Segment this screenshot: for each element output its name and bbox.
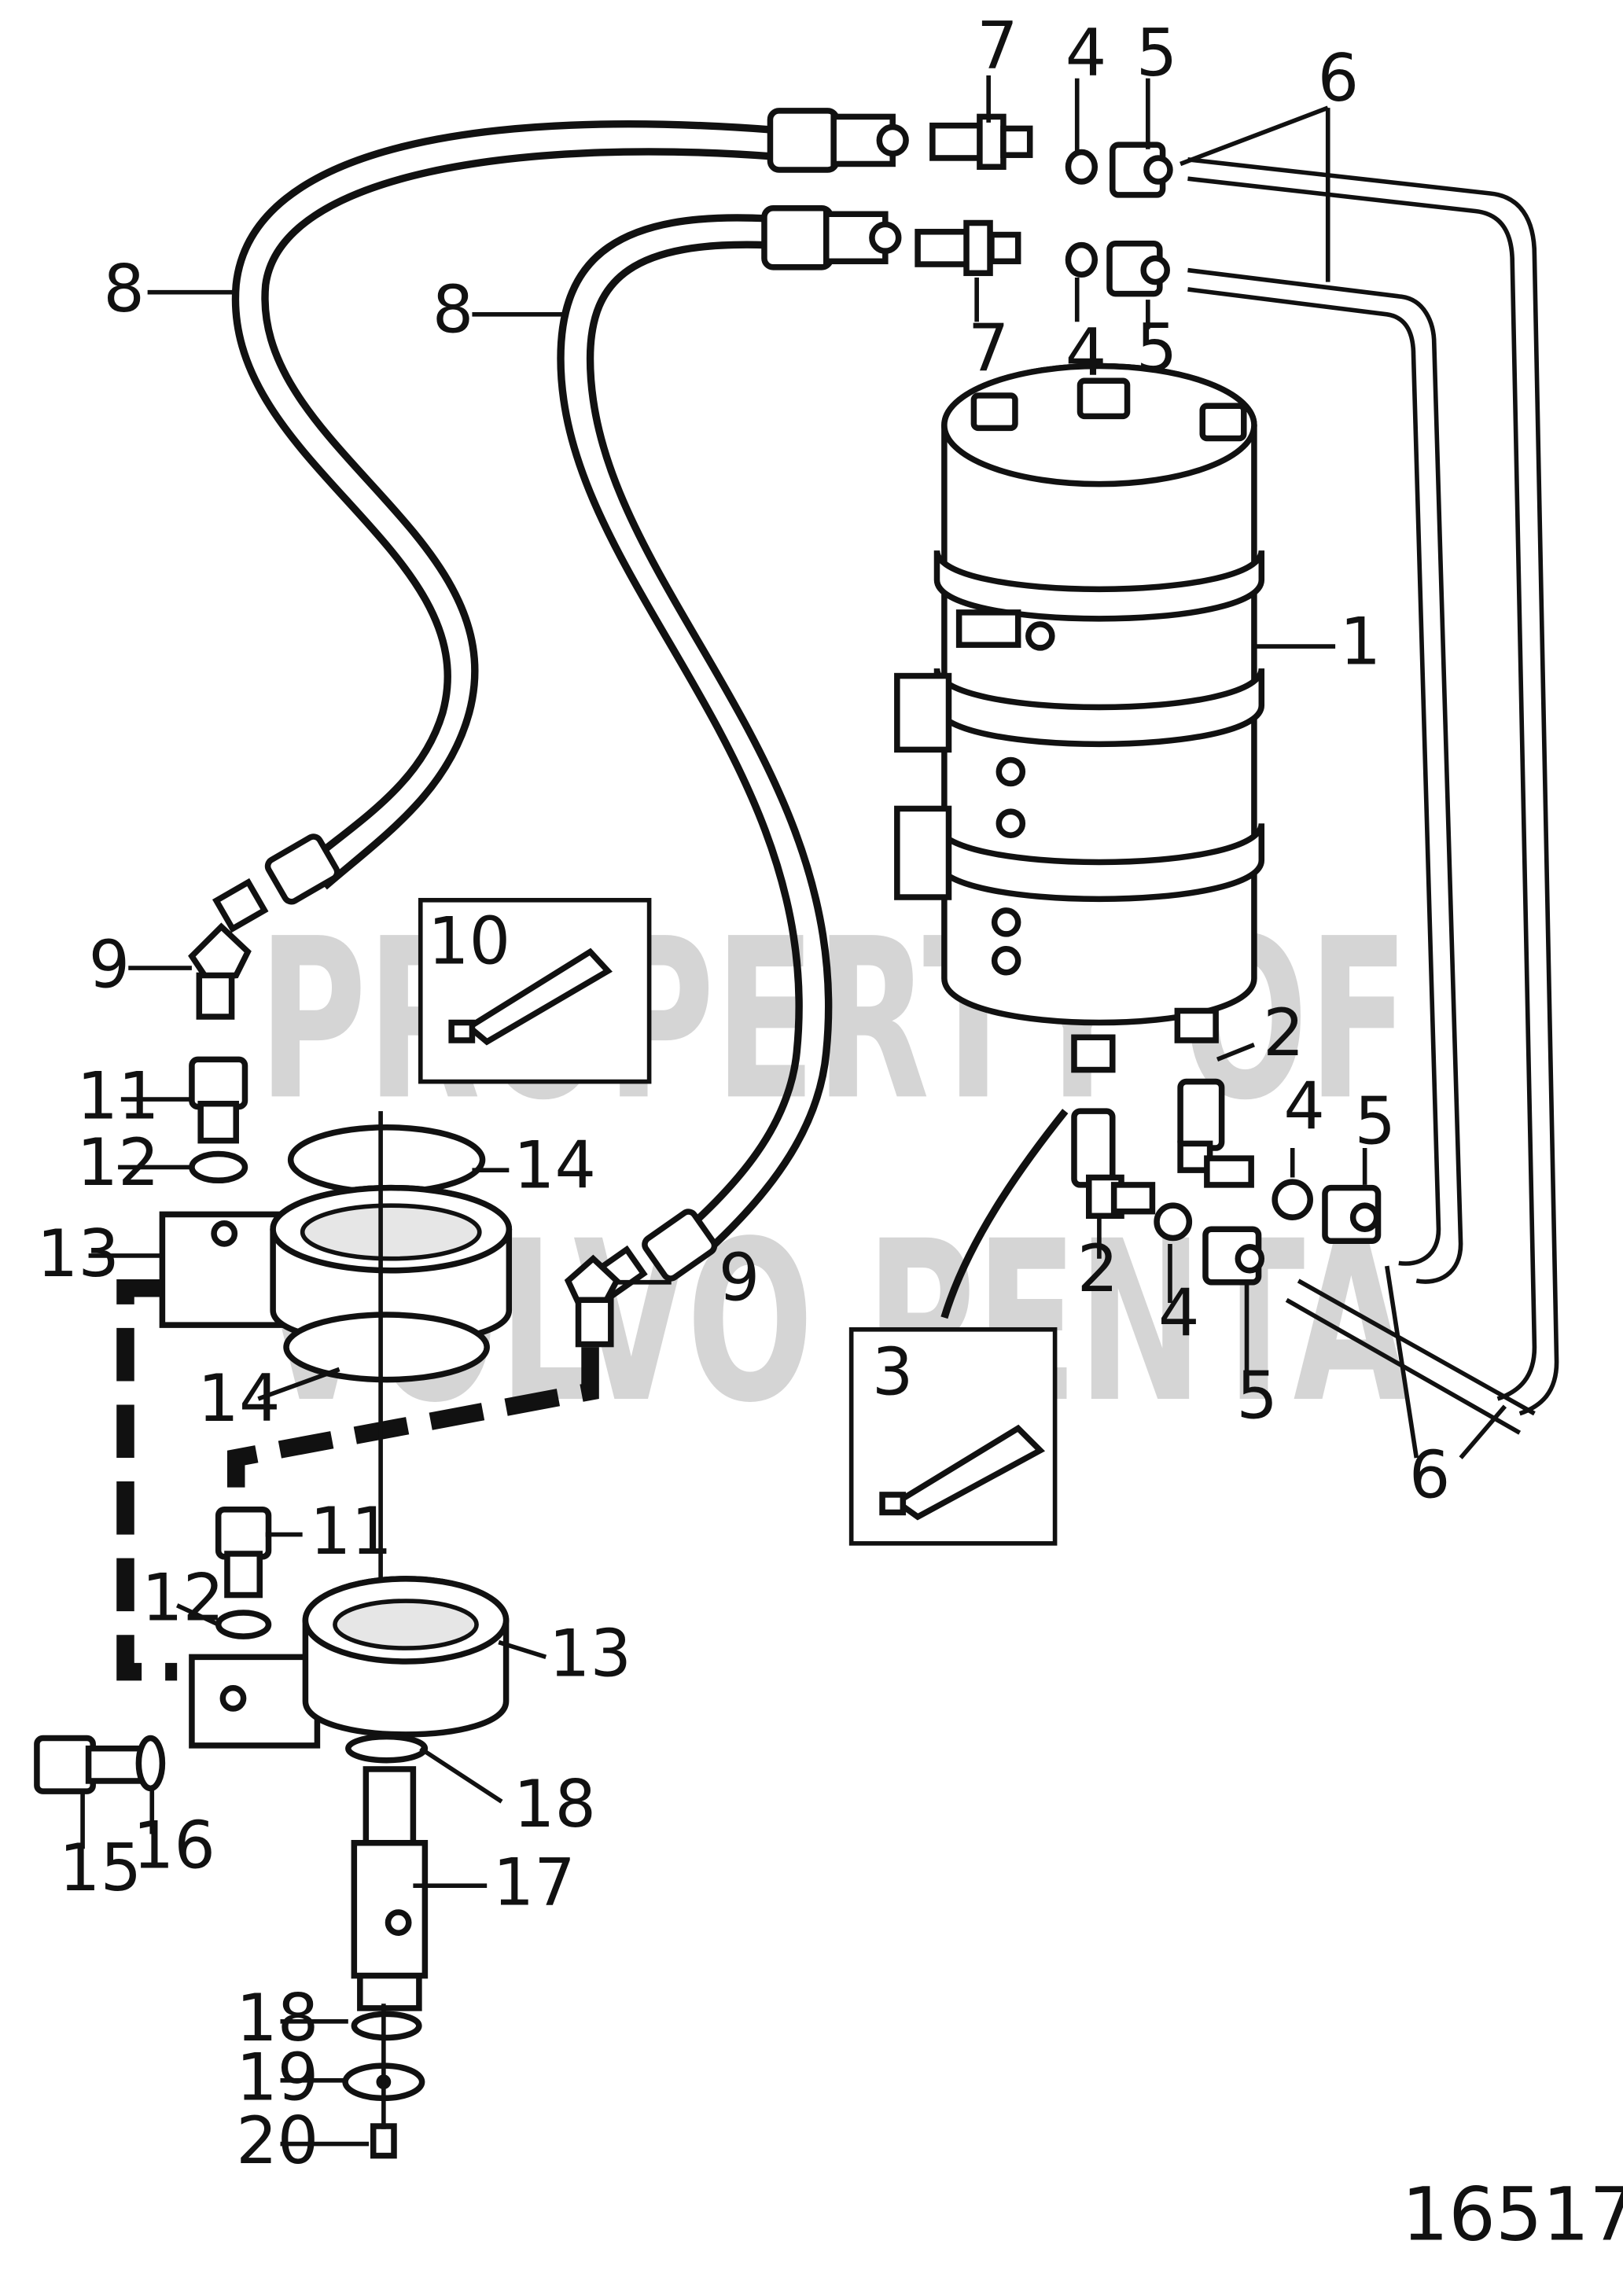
callout-5: 5 [1355,1084,1397,1159]
callout-12: 12 [142,1560,224,1636]
lower-fittings [215,1506,272,1639]
lower-filter-housing [189,1576,510,1764]
sealant-tube-box-10 [418,897,652,1084]
callout-4: 4 [1283,1069,1325,1145]
assembly-dashed-left [116,1279,178,1681]
callout-5: 5 [1136,16,1178,91]
callout-15: 15 [59,1831,142,1906]
callout-8: 8 [432,272,474,348]
callout-10: 10 [428,903,510,979]
sealant-tube-box-3 [848,1326,1058,1546]
callout-18: 18 [236,1981,318,2056]
callout-11: 11 [77,1058,160,1134]
leader-lines [80,75,1507,2147]
callout-2: 2 [1077,1231,1119,1307]
callout-20: 20 [236,2103,318,2179]
bolt-and-washer [34,1735,166,1794]
callout-17: 17 [493,1845,576,1921]
callout-16: 16 [133,1808,215,1884]
left-elbow-fittings [188,833,340,1184]
callout-5: 5 [1136,311,1178,386]
callout-5: 5 [1236,1358,1278,1433]
upper-filter-housing [159,1124,513,1383]
callout-6: 6 [1318,41,1360,116]
callout-4: 4 [1065,16,1107,91]
pipes-6 [1187,157,1559,1435]
callout-14: 14 [513,1128,596,1204]
callout-19: 19 [236,2040,318,2115]
callout-9: 9 [719,1240,760,1315]
top-fittings-row-2 [761,205,1170,297]
diagram-reference-number: 16517 [1402,2173,1623,2258]
hose-middle [557,214,833,1259]
callout-labels: 1 2 2 3 4 4 4 4 5 5 5 5 6 6 7 7 8 8 9 9 … [37,9,1451,2179]
callout-12: 12 [77,1125,160,1201]
top-fittings-row-1 [767,108,1173,198]
callout-6: 6 [1409,1438,1451,1514]
callout-14: 14 [197,1361,280,1437]
callout-8: 8 [103,252,145,327]
callout-18: 18 [513,1767,596,1842]
hose-left [231,120,775,890]
center-pipe [342,1766,429,2159]
fuel-filter-canister [894,362,1265,1073]
middle-elbow-fittings [564,1209,718,1348]
callout-9: 9 [89,927,131,1003]
callout-4: 4 [1158,1275,1200,1351]
callout-2: 2 [1263,995,1305,1071]
callout-11: 11 [310,1494,392,1569]
callout-4: 4 [1065,315,1107,391]
assembly-dashed-right [226,1347,599,1488]
callout-13: 13 [37,1216,120,1292]
callout-7: 7 [977,9,1018,84]
callout-7: 7 [968,311,1010,386]
filter-outlet-fittings [1071,1078,1382,1286]
callout-3: 3 [872,1334,914,1410]
callout-13: 13 [549,1617,631,1692]
sealant-leader [940,1109,1069,1319]
callout-1: 1 [1340,605,1382,680]
